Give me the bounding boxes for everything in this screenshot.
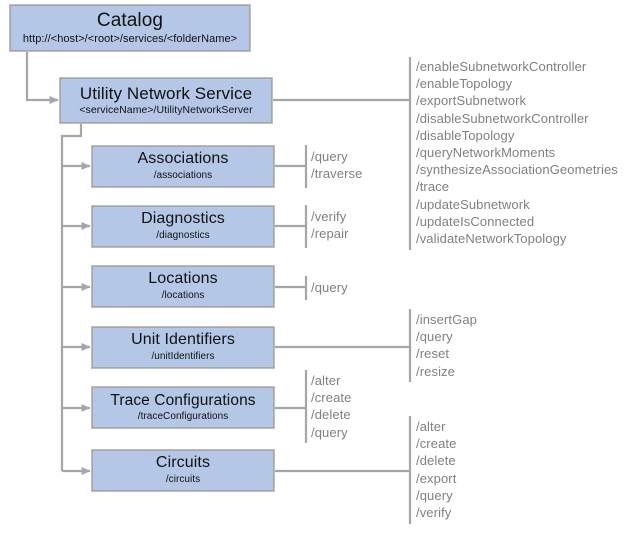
wire-catalog-to-uns xyxy=(25,51,59,104)
operations-unit-identifiers-item: /reset xyxy=(416,346,450,362)
operations-unit-identifiers: /insertGap/query/reset/resize xyxy=(416,311,477,380)
operations-trace-configurations-item: /delete xyxy=(311,407,351,423)
node-locations-title: Locations xyxy=(148,270,218,288)
operations-locations-item: /query xyxy=(311,280,348,295)
node-unit-identifiers[interactable]: Unit Identifiers /unitIdentifiers xyxy=(92,327,274,368)
operations-trace-configurations-item: /alter xyxy=(311,373,341,388)
operations-trace-configurations-item: /query xyxy=(311,424,348,440)
node-locations-path: /locations xyxy=(161,290,205,302)
operations-circuits-item: /alter xyxy=(416,419,446,434)
node-utility-network-service-title: Utility Network Service xyxy=(79,83,253,103)
node-utility-network-service-path: <serviceName>/UtilityNetworkServer xyxy=(79,104,253,117)
node-catalog[interactable]: Catalog http://<host>/<root>/services/<f… xyxy=(10,5,250,51)
operations-utility-network-service-item: /updateSubnetwork xyxy=(416,196,530,212)
operations-associations: /query/traverse xyxy=(311,148,362,182)
operations-circuits-item: /query xyxy=(416,487,453,503)
operations-circuits-item: /create xyxy=(416,436,457,452)
operations-utility-network-service-item: /validateNetworkTopology xyxy=(416,231,567,247)
node-unit-identifiers-path: /unitIdentifiers xyxy=(151,351,215,363)
node-utility-network-service[interactable]: Utility Network Service <serviceName>/Ut… xyxy=(60,78,272,123)
node-trace-configurations[interactable]: Trace Configurations /traceConfiguration… xyxy=(92,387,274,428)
operations-diagnostics: /verify/repair xyxy=(311,208,349,242)
operations-utility-network-service-item: /enableTopology xyxy=(416,76,513,92)
operations-circuits: /alter/create/delete/export/query/verify xyxy=(416,418,456,521)
node-unit-identifiers-title: Unit Identifiers xyxy=(131,331,235,349)
node-locations[interactable]: Locations /locations xyxy=(92,266,274,307)
operations-unit-identifiers-item: /insertGap xyxy=(416,312,477,327)
node-diagnostics-title: Diagnostics xyxy=(141,210,225,228)
operations-associations-item: /traverse xyxy=(311,166,363,182)
operations-unit-identifiers-item: /query xyxy=(416,329,453,345)
operations-utility-network-service-item: /disableTopology xyxy=(416,127,515,143)
operations-utility-network-service-item: /enableSubnetworkController xyxy=(416,59,587,74)
node-catalog-path: http://<host>/<root>/services/<folderNam… xyxy=(22,32,238,45)
node-circuits[interactable]: Circuits /circuits xyxy=(92,450,274,491)
operations-utility-network-service-item: /updateIsConnected xyxy=(416,213,535,229)
wire-uns-trunk xyxy=(60,123,83,471)
operations-utility-network-service-item: /exportSubnetwork xyxy=(416,93,527,109)
operations-trace-configurations: /alter/create/delete/query xyxy=(311,372,351,441)
node-circuits-path: /circuits xyxy=(165,474,201,486)
operations-unit-identifiers-item: /resize xyxy=(416,363,455,379)
node-trace-configurations-path: /traceConfigurations xyxy=(137,410,229,422)
operations-utility-network-service-item: /synthesizeAssociationGeometries xyxy=(416,162,618,178)
operations-trace-configurations-item: /create xyxy=(311,390,352,406)
node-associations[interactable]: Associations /associations xyxy=(92,146,274,187)
node-catalog-title: Catalog xyxy=(96,9,164,31)
operations-utility-network-service-item: /disableSubnetworkController xyxy=(416,110,589,126)
node-trace-configurations-title: Trace Configurations xyxy=(110,391,256,409)
operations-diagnostics-item: /verify xyxy=(311,209,347,224)
node-diagnostics[interactable]: Diagnostics /diagnostics xyxy=(92,206,274,247)
operations-utility-network-service-item: /queryNetworkMoments xyxy=(416,145,556,161)
node-diagnostics-path: /diagnostics xyxy=(156,230,210,242)
operations-circuits-item: /delete xyxy=(416,453,456,469)
node-associations-path: /associations xyxy=(153,170,213,182)
node-circuits-title: Circuits xyxy=(155,454,211,472)
node-associations-title: Associations xyxy=(137,150,229,168)
operations-diagnostics-item: /repair xyxy=(311,226,349,242)
operations-circuits-item: /export xyxy=(416,470,457,486)
operations-circuits-item: /verify xyxy=(416,505,452,521)
operations-locations: /query xyxy=(311,279,348,296)
operations-utility-network-service-item: /trace xyxy=(416,179,450,195)
operations-utility-network-service: /enableSubnetworkController/enableTopolo… xyxy=(416,58,618,247)
operations-associations-item: /query xyxy=(311,149,348,164)
